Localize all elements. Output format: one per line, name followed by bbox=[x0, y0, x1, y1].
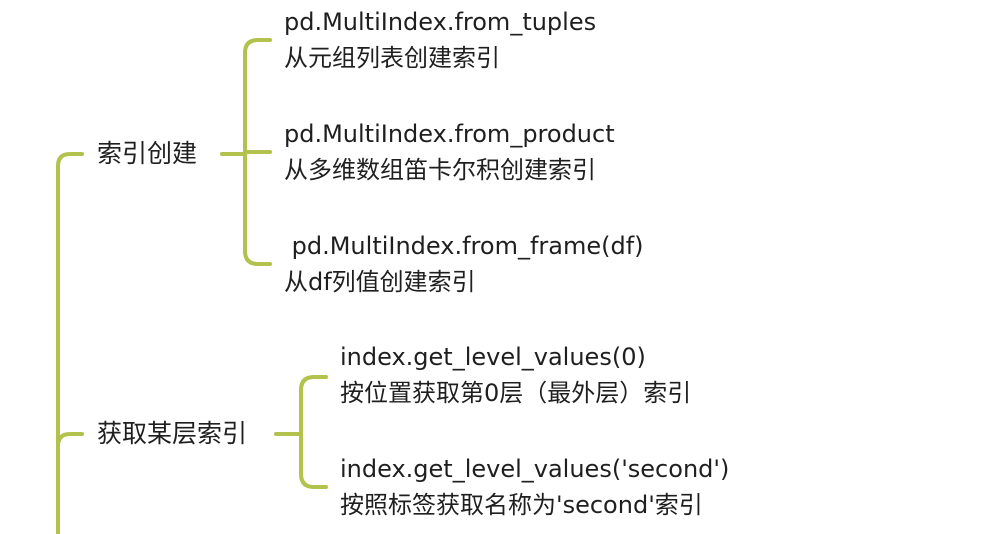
leaf-from-product: pd.MultiIndex.from_product 从多维数组笛卡尔积创建索引 bbox=[284, 116, 615, 188]
leaf-description: 从df列值创建索引 bbox=[284, 268, 476, 296]
leaf-from-frame: pd.MultiIndex.from_frame(df) 从df列值创建索引 bbox=[284, 228, 644, 300]
branch-label-get-level-index: 获取某层索引 bbox=[97, 419, 248, 448]
leaf-description: 按照标签获取名称为'second'索引 bbox=[340, 491, 703, 519]
leaf-get-level-values-label: index.get_level_values('second') 按照标签获取名… bbox=[340, 451, 729, 523]
leaf-code: pd.MultiIndex.from_frame(df) bbox=[284, 232, 644, 260]
leaf-code: index.get_level_values(0) bbox=[340, 343, 646, 371]
branch-label-index-creation: 索引创建 bbox=[97, 139, 198, 168]
branch-2-bracket-line bbox=[299, 375, 328, 489]
leaf-code: pd.MultiIndex.from_tuples bbox=[284, 8, 597, 36]
leaf-description: 从元组列表创建索引 bbox=[284, 44, 500, 72]
leaf-code: index.get_level_values('second') bbox=[340, 455, 730, 483]
leaf-code: pd.MultiIndex.from_product bbox=[284, 120, 615, 148]
root-to-branch-2-line bbox=[56, 432, 84, 448]
leaf-description: 从多维数组笛卡尔积创建索引 bbox=[284, 156, 596, 184]
leaf-description: 按位置获取第0层（最外层）索引 bbox=[340, 379, 692, 407]
leaf-get-level-values-position: index.get_level_values(0) 按位置获取第0层（最外层）索… bbox=[340, 339, 691, 411]
root-trunk-line bbox=[56, 152, 84, 534]
leaf-from-tuples: pd.MultiIndex.from_tuples 从元组列表创建索引 bbox=[284, 4, 596, 76]
